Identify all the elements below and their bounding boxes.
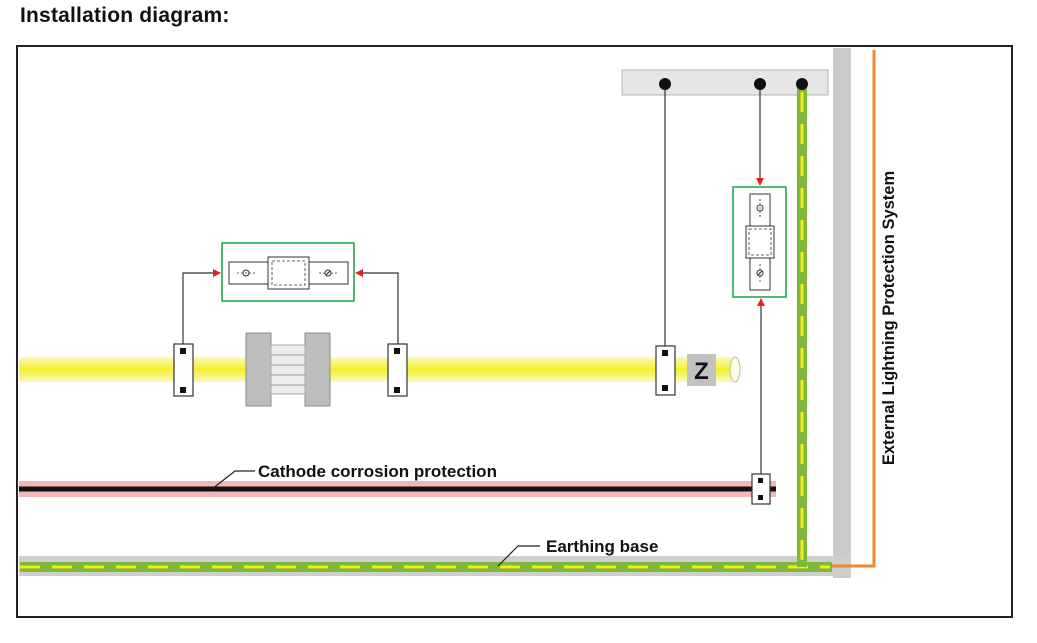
pipeline: [19, 357, 735, 382]
wire-left-to-gap: [182, 269, 221, 344]
equipotential-rail: [621, 69, 829, 96]
pipe-end: [729, 356, 741, 383]
spark-gap-vertical: [732, 186, 787, 298]
rail-terminal-3: [796, 78, 808, 90]
diagram-frame: [16, 45, 1013, 618]
pipe-clamp-left: [173, 343, 194, 397]
pipe-clamp-z: [655, 345, 676, 396]
building-column: [833, 48, 851, 578]
wire-right-to-gap: [355, 269, 399, 344]
rail-terminal-2: [754, 78, 766, 90]
external-lightning-label: External Lightning Protection System: [880, 171, 898, 465]
lightning-conductor: [832, 50, 876, 568]
pipe-clamp-right: [387, 343, 408, 397]
rail-terminal-1: [659, 78, 671, 90]
page-title: Installation diagram:: [20, 4, 230, 27]
cathode-label: Cathode corrosion protection: [258, 462, 497, 481]
cathode-label-leader: [211, 470, 255, 490]
earthing-label-leader: [497, 545, 540, 567]
earthing-label: Earthing base: [546, 537, 658, 556]
z-marker-label: Z: [694, 358, 709, 385]
spark-gap-horizontal: [221, 242, 355, 302]
z-marker: [687, 354, 716, 386]
cathode-clamp: [751, 473, 771, 505]
insulating-flange: [245, 332, 331, 407]
